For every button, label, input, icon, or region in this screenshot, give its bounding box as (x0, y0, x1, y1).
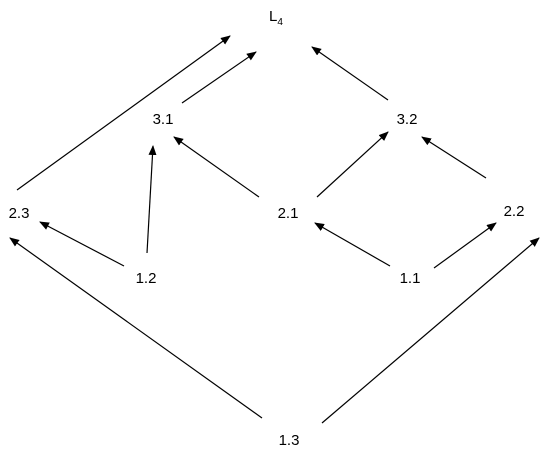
node-3-2: 3.2 (397, 111, 418, 128)
edge-1-3-to-2-3 (9, 237, 263, 419)
node-1-3: 1.3 (279, 432, 300, 449)
edge-1-3-to-2-2 (321, 237, 540, 424)
node-L4: L4 (269, 8, 283, 28)
node-2-2: 2.2 (504, 203, 525, 220)
edge-2-3-to-L4 (16, 35, 231, 191)
node-2-1: 2.1 (278, 205, 299, 222)
edges-group (9, 35, 540, 424)
node-1-2: 1.2 (136, 270, 157, 287)
node-1-1: 1.1 (400, 270, 421, 287)
edge-1-1-to-2-2 (433, 222, 497, 269)
nodes-group: L4 3.1 3.2 2.3 2.1 2.2 1.2 1.1 1.3 (9, 8, 525, 449)
edge-2-2-to-3-2 (421, 136, 487, 179)
node-2-3: 2.3 (9, 205, 30, 222)
edge-1-1-to-2-1 (314, 222, 391, 267)
edge-3-1-to-L4 (181, 51, 257, 104)
edge-1-2-to-2-3 (39, 221, 125, 267)
edge-2-1-to-3-1 (173, 136, 260, 198)
edge-2-1-to-3-2 (316, 131, 389, 198)
edge-3-2-to-L4 (311, 46, 389, 101)
edge-1-2-to-3-1 (146, 145, 157, 254)
node-3-1: 3.1 (153, 111, 174, 128)
node-L4-subscript: 4 (277, 17, 283, 28)
